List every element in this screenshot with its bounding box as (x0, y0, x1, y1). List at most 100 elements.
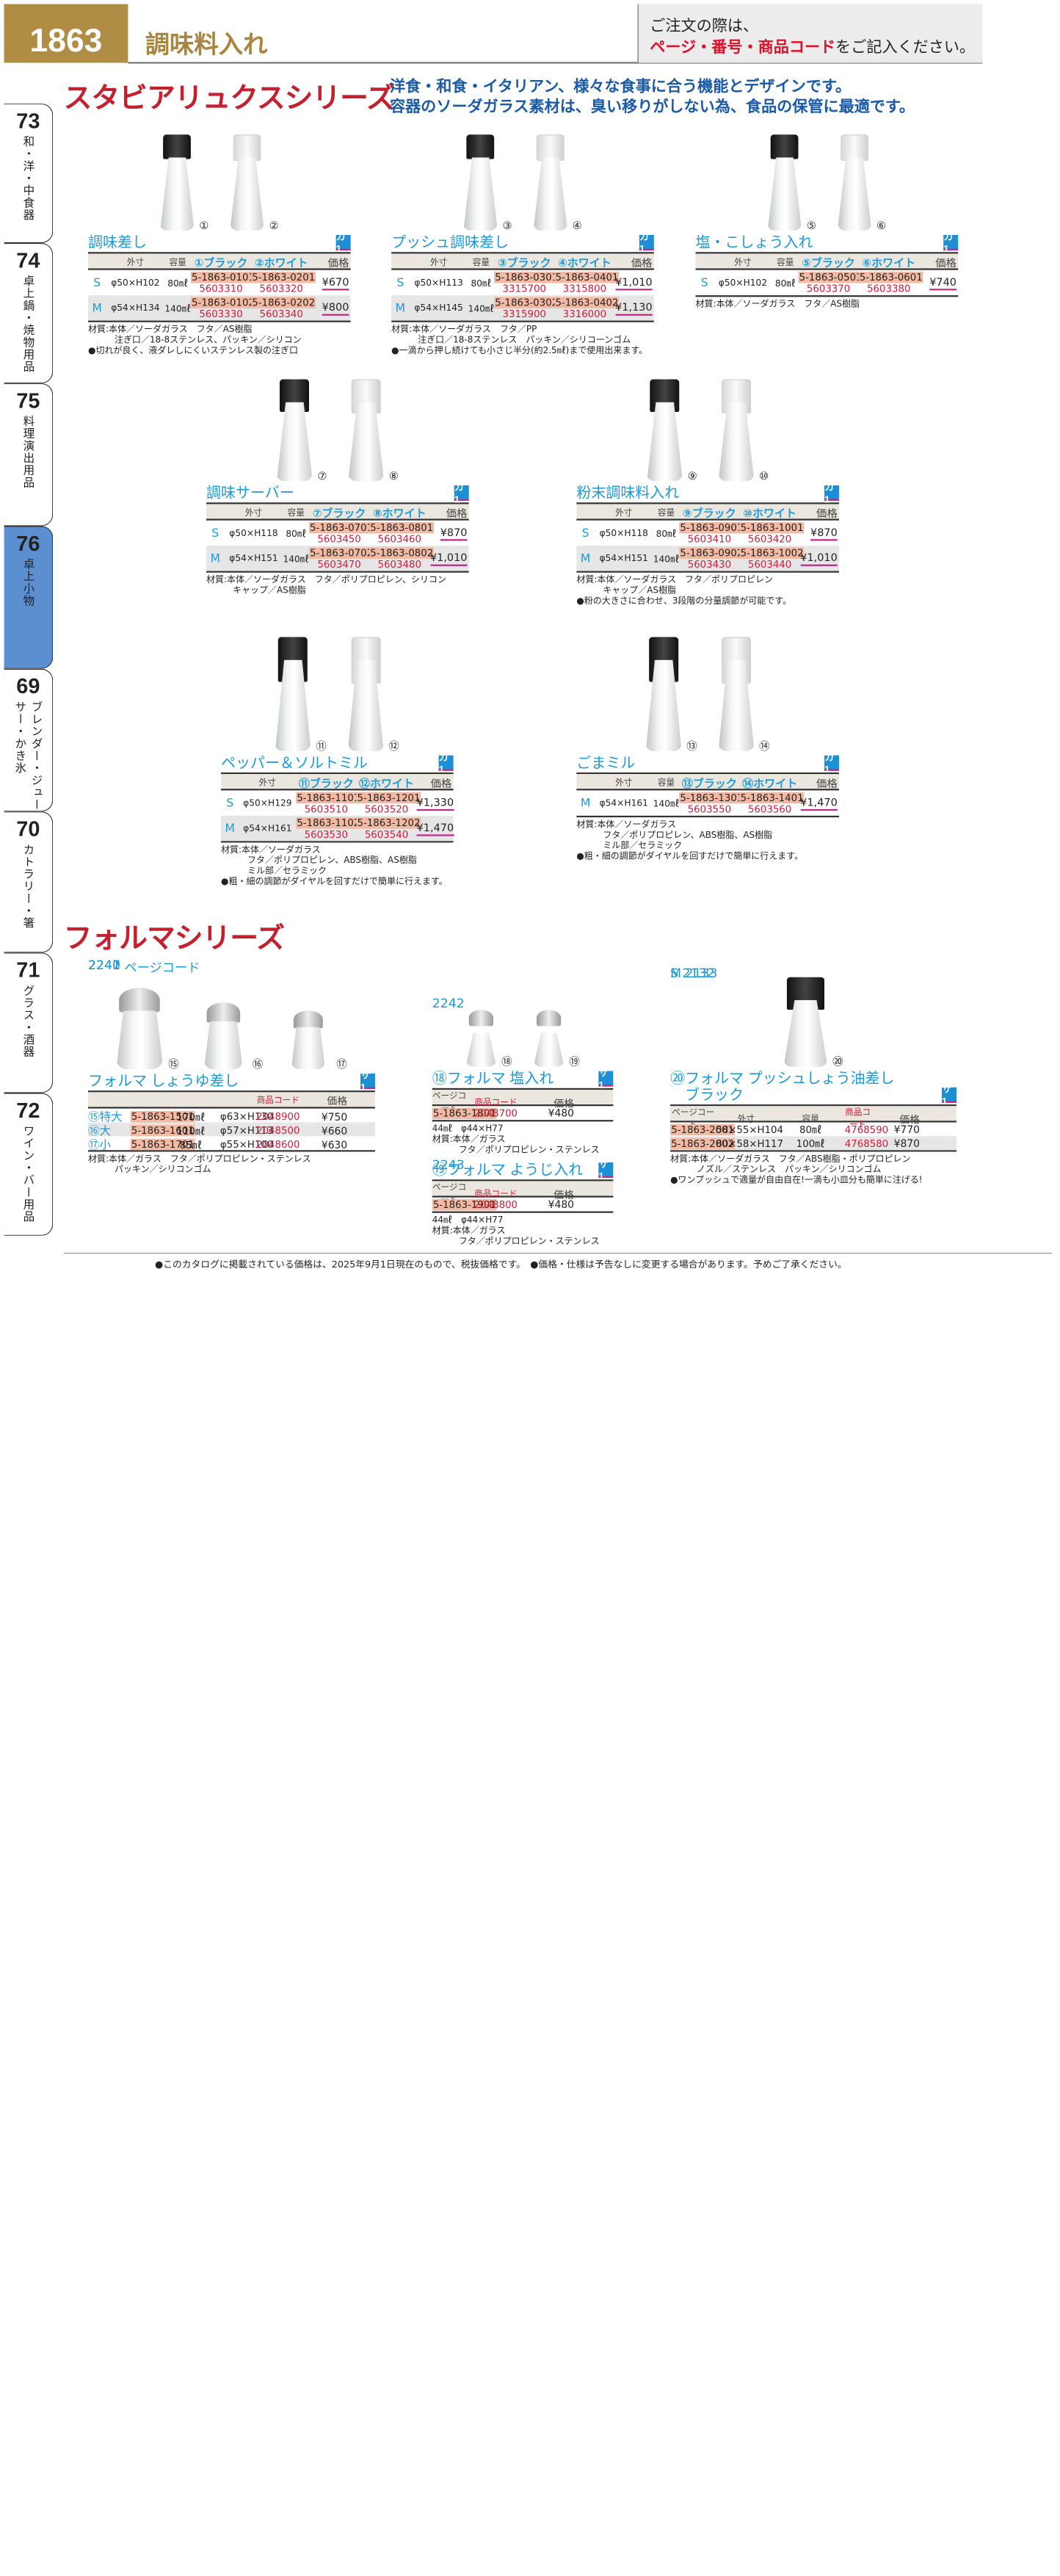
title-line: プッシュ調味差し (391, 234, 509, 251)
product-title: 調味差し (88, 234, 147, 250)
bottle-icon (116, 988, 164, 1070)
size-cell: M (92, 301, 102, 315)
product-code: 5603420 (747, 532, 792, 545)
note-line: ●一滴から押し続けても小さじ半分(約2.5㎖)まで使用出来ます。 (391, 344, 648, 356)
column-header: 容量 (777, 257, 794, 267)
glass-body (160, 157, 195, 231)
size-cell: M (395, 301, 406, 315)
size-cell: M (225, 822, 235, 835)
price: ¥1,010 (800, 552, 838, 566)
category-badge: カ1 (335, 231, 351, 255)
product-code: 5603370 (806, 282, 851, 294)
note-line: 注ぎ口／18-8ステンレス、パッキン／シリコン (87, 334, 302, 345)
dim-cell: φ54×H134 (111, 303, 160, 314)
order-code: 5-1863-1801 (432, 1107, 497, 1119)
note-line: フタ／ポリプロピレン・ステンレス (432, 1144, 600, 1155)
dim-cell: 58×55×H104 (716, 1124, 784, 1135)
name-cell: ⑮特大 (87, 1110, 123, 1124)
column-header: 価格 (553, 1096, 575, 1110)
note-line: ミル部／セラミック (221, 865, 327, 876)
order-code: 5-1863-0801 (369, 521, 435, 533)
column-header: ⑤ブラック (802, 256, 855, 270)
column-header: 価格 (430, 778, 452, 790)
product-code: 5603310 (199, 282, 243, 294)
column-header: 外寸 (615, 778, 633, 788)
category-badge: カ1 (454, 481, 469, 505)
column-header: 価格 (446, 507, 468, 521)
title-line: 調味差し (87, 234, 147, 251)
column-header: 外寸 (734, 257, 752, 267)
bottle-image: ① (160, 134, 208, 233)
category-title: 調味料入れ (145, 32, 268, 59)
column-header: 外寸 (258, 778, 277, 788)
table-header: ページコード外寸容量商品コード価格 (670, 1106, 956, 1129)
price-cell: ¥480 (525, 1107, 576, 1119)
dim-cell: φ50×H118 (229, 527, 278, 539)
note-line: 材質:本体／ソーダガラス フタ／PP (391, 323, 537, 335)
dim-cell: φ54×H161 (599, 797, 648, 808)
category-badge: カ1 (639, 231, 654, 255)
code-cell: 5-1863-1601 (130, 1124, 195, 1136)
notice-rest: をご記入ください。 (835, 38, 976, 57)
product-title-row: ペッパー＆ソルトミルカ1 (221, 751, 454, 775)
product-title: ペッパー＆ソルトミル (221, 754, 368, 770)
vol-cell: 140㎖ (164, 303, 191, 314)
tab-label: 料理演出用品 (21, 415, 35, 489)
bottle-image: ⑭ (718, 637, 770, 753)
product-title-row: プッシュ調味差し カ1 (391, 231, 654, 255)
product-code: 5603410 (687, 532, 732, 545)
catalog-page: 1863 調味料入れ ご注文の際は、 ページ・番号・商品コードをご記入ください。… (4, 4, 1052, 1270)
glass-body (463, 157, 498, 231)
page-cell: 2241 (87, 958, 120, 973)
dim-cell: 80×58×H117 (716, 1137, 784, 1149)
order-code: 5-1863-0102 (190, 296, 256, 308)
bottle-image: ⑮ (116, 988, 179, 1071)
bottle-icon (718, 379, 755, 482)
price-cell: ¥870 (871, 1137, 921, 1149)
bottle-image: ⑥ (837, 134, 886, 233)
page-cell: 2242 (432, 996, 465, 1012)
bottle-icon (204, 1002, 244, 1070)
item-number: ⑬ (686, 740, 697, 753)
vol-cell: 140㎖ (653, 553, 680, 565)
note-line: ノズル／ステンレス パッキン／シリコンゴム (670, 1164, 882, 1175)
bottle-icon (463, 134, 498, 231)
column-header: 外寸 (737, 1113, 755, 1124)
order-code: 5-1863-1401 (739, 792, 805, 803)
bottle-icon (230, 134, 264, 231)
product-title-row: ⑱フォルマ 塩入れサ1 (432, 1067, 614, 1090)
column-header: 容量 (802, 1113, 819, 1124)
vol-cell: 80㎖ (799, 1124, 822, 1136)
item-number: ⑤ (806, 220, 816, 233)
price: ¥870 (440, 527, 468, 541)
product-title: フォルマ しょうゆ差し (88, 1073, 239, 1089)
category-badge: サ1 (598, 1067, 614, 1090)
column-header: 容量 (472, 257, 490, 267)
